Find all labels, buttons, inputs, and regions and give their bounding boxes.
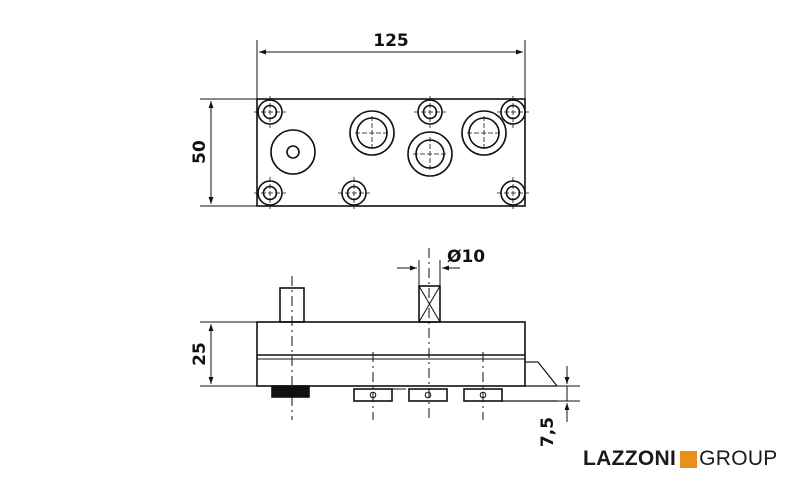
screw-hole-top-right bbox=[497, 96, 529, 128]
logo-group: GROUP bbox=[699, 447, 778, 470]
side-view-body bbox=[256, 321, 526, 387]
lazzoni-group-logo: LAZZONI GROUP bbox=[583, 446, 778, 472]
logo-square-icon bbox=[680, 450, 698, 468]
pin-diameter-label: Ø10 bbox=[447, 247, 485, 267]
side-view-foot bbox=[271, 385, 310, 398]
screw-hole-bottom-right bbox=[497, 177, 529, 209]
center-lines bbox=[291, 248, 484, 420]
boss-center bbox=[407, 131, 453, 177]
screw-hole-bottom-left bbox=[254, 177, 286, 209]
logo-brand: LAZZONI bbox=[583, 447, 677, 470]
screw-hole-bottom-middle bbox=[338, 177, 370, 209]
side-view bbox=[200, 248, 580, 422]
top-view bbox=[200, 40, 529, 209]
boss-right bbox=[461, 110, 507, 156]
screw-hole-top-left bbox=[254, 96, 286, 128]
side-view-bracket-middle bbox=[408, 388, 448, 402]
screw-hole-top-middle bbox=[414, 96, 446, 128]
boss-left bbox=[349, 110, 395, 156]
offset-dimension-label: 7,5 bbox=[538, 417, 558, 447]
top-view-plate bbox=[256, 98, 526, 207]
pin-hole-left bbox=[270, 129, 316, 175]
height-dimension-label: 50 bbox=[190, 140, 210, 164]
side-height-dimension-label: 25 bbox=[190, 342, 210, 366]
width-dimension-label: 125 bbox=[373, 31, 409, 51]
